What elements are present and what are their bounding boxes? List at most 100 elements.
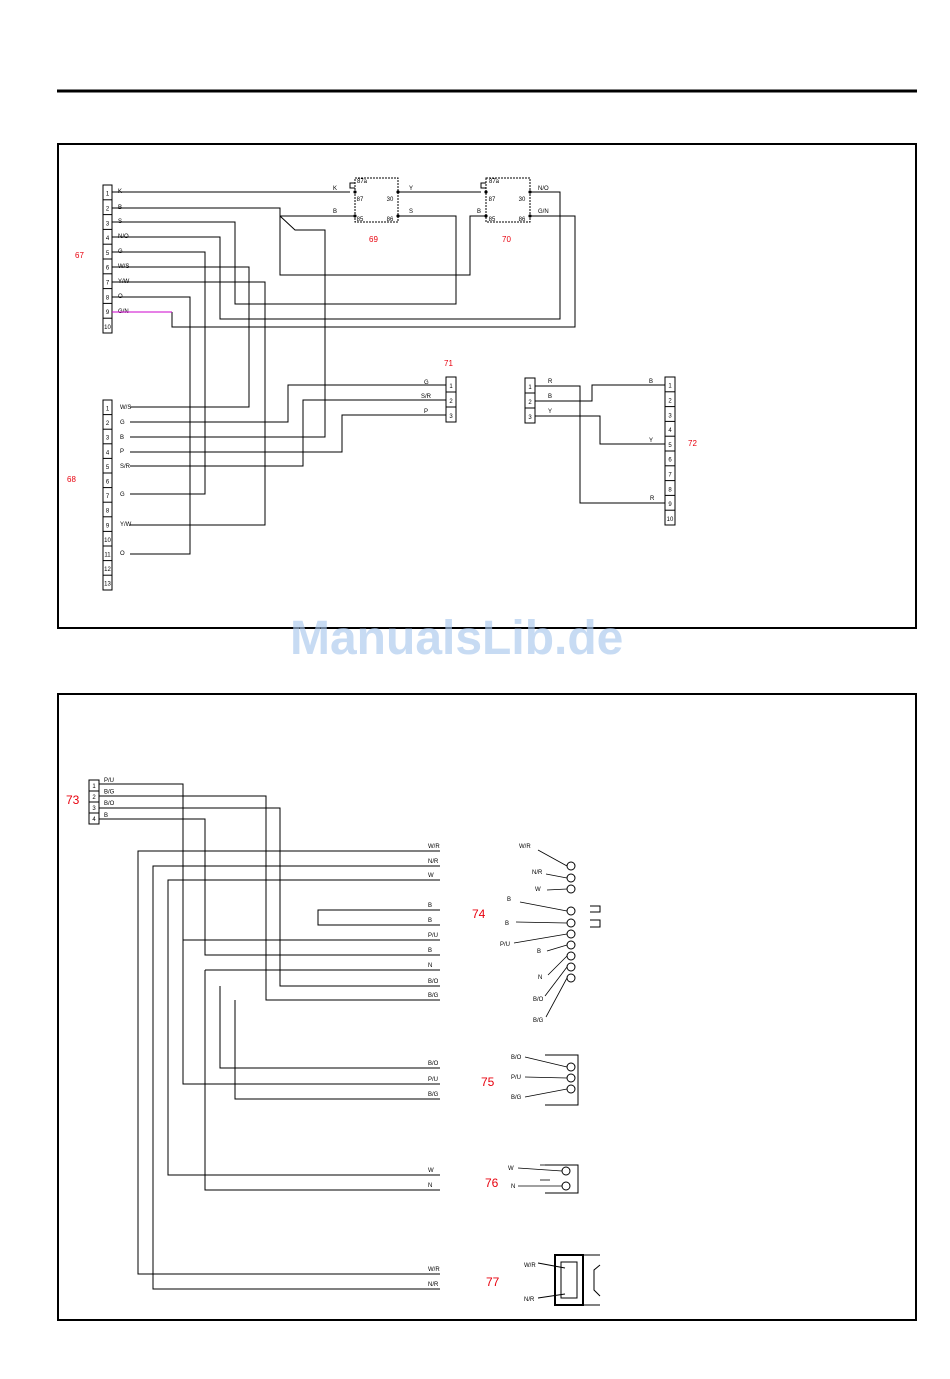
relay-70-in-b: B — [477, 209, 481, 215]
relay-69-out-y: Y — [409, 186, 413, 192]
relay-69-in-b: B — [333, 209, 337, 215]
c71-pin: 3 — [449, 414, 453, 420]
c72-pin: 6 — [668, 458, 672, 464]
callout-70: 70 — [502, 235, 511, 244]
bus-wire-label: N — [428, 1183, 432, 1189]
c73-wire-label: P/U — [104, 778, 114, 784]
c68-pin: 7 — [106, 494, 110, 500]
c72-small-wire-label: B — [548, 394, 552, 400]
c74-label: W/R — [519, 844, 531, 850]
c71-wire-label: P — [424, 409, 428, 415]
c72-pin: 4 — [668, 428, 672, 434]
bus-wire-label: N/R — [428, 859, 439, 865]
top-wiring — [112, 191, 665, 555]
relay-69-term-30: 30 — [387, 197, 394, 203]
callout-77: 77 — [486, 1275, 500, 1289]
c68-pin: 2 — [106, 421, 110, 427]
callout-73: 73 — [66, 793, 80, 807]
c67-pin: 10 — [104, 325, 111, 331]
c73-wire-label: B — [104, 813, 108, 819]
c68-wire-label: B — [120, 435, 124, 441]
connector-77: 77 W/R N/R — [486, 1254, 601, 1306]
c72-pin: 2 — [668, 398, 672, 404]
c68-wire-label: G — [120, 492, 125, 498]
c68-wire-label: Y/W — [120, 522, 132, 528]
relay-69-term-85: 85 — [357, 217, 364, 223]
c73-pin: 3 — [92, 806, 96, 812]
c75-terminal — [566, 1084, 576, 1094]
c74-label: P/U — [500, 942, 510, 948]
c67-pin: 8 — [106, 295, 110, 301]
c71-pin: 2 — [449, 399, 453, 405]
relay-69-term-87a: 87a — [357, 179, 368, 185]
c74-terminal — [566, 861, 576, 871]
c68-pin: 6 — [106, 480, 110, 486]
connector-71: 71 123 G S/R P — [421, 359, 457, 423]
c76-terminal — [561, 1181, 571, 1191]
c72-small-pin: 1 — [528, 385, 532, 391]
c67-pin: 6 — [106, 266, 110, 272]
c68-pin: 11 — [104, 553, 111, 559]
c73-wire-label: B/O — [104, 801, 115, 807]
c74-terminal — [566, 873, 576, 883]
c74-terminal — [566, 951, 576, 961]
c67-pin: 9 — [106, 310, 110, 316]
c67-pin: 1 — [106, 192, 110, 198]
bus-wire-label: W/R — [428, 1267, 440, 1273]
connector-75: 75 B/OP/UB/G — [481, 1054, 579, 1106]
relay-70-term-86: 86 — [519, 217, 526, 223]
c67-pin: 2 — [106, 206, 110, 212]
c71-wire-label: G — [424, 380, 429, 386]
c67-pin: 5 — [106, 251, 110, 257]
c73-pin: 2 — [92, 795, 96, 801]
c74-label: B — [537, 949, 541, 955]
c72-pin: 9 — [668, 502, 672, 508]
callout-71: 71 — [444, 359, 453, 368]
c72-wire-label: Y — [649, 438, 653, 444]
c68-wire-label: P — [120, 449, 124, 455]
c76-terminal — [561, 1166, 571, 1176]
relay-69-term-87: 87 — [357, 197, 364, 203]
callout-75: 75 — [481, 1075, 495, 1089]
c74-terminal — [566, 906, 576, 916]
bus-wire-label: B/O — [428, 1061, 439, 1067]
c68-wire-label: S/R — [120, 464, 131, 470]
c74-terminal — [566, 918, 576, 928]
c72-small-pin: 2 — [528, 400, 532, 406]
c67-pin: 3 — [106, 221, 110, 227]
c72-pin: 7 — [668, 472, 672, 478]
bus-wire-label: P/U — [428, 933, 438, 939]
callout-69: 69 — [369, 235, 378, 244]
c68-pin: 10 — [104, 538, 111, 544]
relay-70-term-87: 87 — [489, 197, 496, 203]
callout-67: 67 — [75, 251, 84, 260]
relay-70-term-85: 85 — [489, 217, 496, 223]
c68-pin: 4 — [106, 450, 110, 456]
bus-wire-label: W — [428, 873, 434, 879]
c76-label: N — [511, 1184, 515, 1190]
bus-wire-label: B — [428, 948, 432, 954]
c75-terminal — [566, 1073, 576, 1083]
relay-69-term-86: 86 — [387, 217, 394, 223]
c72-pin: 1 — [668, 384, 672, 390]
watermark: ManualsLib.de — [290, 612, 623, 665]
c72-pin: 8 — [668, 487, 672, 493]
bus-wire-label: B — [428, 903, 432, 909]
c72-pin: 5 — [668, 443, 672, 449]
c72-wire-label: B — [649, 379, 653, 385]
c74-terminal — [566, 962, 576, 972]
callout-68: 68 — [67, 475, 76, 484]
c77-label: W/R — [524, 1263, 536, 1269]
c72-pin: 3 — [668, 413, 672, 419]
c74-label: B/O — [533, 997, 544, 1003]
c73-pin: 1 — [92, 784, 96, 790]
bus-wire-label: B — [428, 918, 432, 924]
c74-terminal — [566, 929, 576, 939]
c71-pin: 1 — [449, 384, 453, 390]
c68-pin: 1 — [106, 407, 110, 413]
c67-pin: 7 — [106, 280, 110, 286]
c68-pin: 5 — [106, 465, 110, 471]
